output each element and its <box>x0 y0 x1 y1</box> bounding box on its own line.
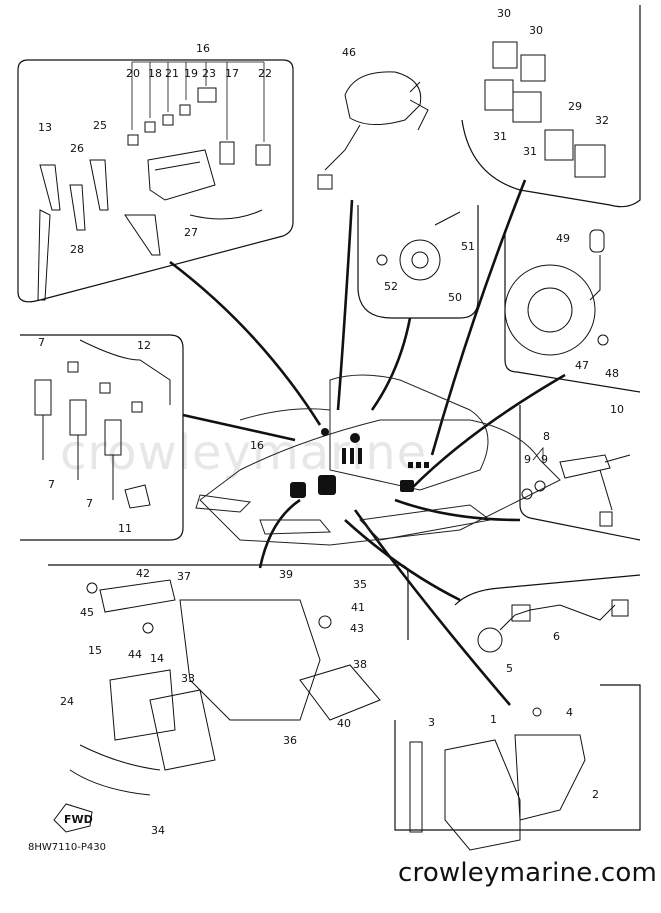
leader-buzzer <box>370 317 412 411</box>
ecu-drawing <box>444 739 521 851</box>
callout-7: 7 <box>86 497 93 510</box>
frame-relays <box>461 5 641 208</box>
leader-coils <box>182 413 296 442</box>
callout-35: 35 <box>353 578 367 591</box>
callout-9: 9 <box>524 453 531 466</box>
callout-34: 34 <box>151 824 165 837</box>
frame-pulser <box>504 230 641 393</box>
callout-25: 25 <box>93 119 107 132</box>
leader-fuse <box>169 260 322 426</box>
callout-49: 49 <box>556 232 570 245</box>
callout-42: 42 <box>136 567 150 580</box>
callout-26: 26 <box>70 142 84 155</box>
callout-24: 24 <box>60 695 74 708</box>
callout-12: 12 <box>137 339 151 352</box>
callout-52: 52 <box>384 280 398 293</box>
callout-47: 47 <box>575 359 589 372</box>
callout-21: 21 <box>165 67 179 80</box>
callout-36: 36 <box>283 734 297 747</box>
callout-37: 37 <box>177 570 191 583</box>
callout-31: 31 <box>523 145 537 158</box>
callout-31: 31 <box>493 130 507 143</box>
callout-11: 11 <box>118 522 132 535</box>
website-link[interactable]: crowleymarine.com <box>398 858 658 888</box>
callout-15: 15 <box>88 644 102 657</box>
frame-ign-coils <box>20 334 184 541</box>
callout-30: 30 <box>497 7 511 20</box>
callout-19: 19 <box>184 67 198 80</box>
callout-14: 14 <box>150 652 164 665</box>
callout-39: 39 <box>279 568 293 581</box>
frame-thermo <box>519 405 641 541</box>
callout-29: 29 <box>568 100 582 113</box>
callout-48: 48 <box>605 367 619 380</box>
callout-46: 46 <box>342 46 356 59</box>
callout-32: 32 <box>595 114 609 127</box>
callout-17: 17 <box>225 67 239 80</box>
callout-38: 38 <box>353 658 367 671</box>
callout-50: 50 <box>448 291 462 304</box>
callout-7: 7 <box>48 478 55 491</box>
fuse-box-drawing <box>147 149 216 201</box>
callout-20: 20 <box>126 67 140 80</box>
callout-16: 16 <box>250 439 264 452</box>
callout-27: 27 <box>184 226 198 239</box>
callout-16: 16 <box>196 42 210 55</box>
callout-5: 5 <box>506 662 513 675</box>
callout-23: 23 <box>202 67 216 80</box>
callout-3: 3 <box>428 716 435 729</box>
main-switch-drawing <box>344 71 422 125</box>
fwd-arrow <box>53 803 93 833</box>
leader-thermo <box>394 498 521 522</box>
callout-51: 51 <box>461 240 475 253</box>
callout-9: 9 <box>541 453 548 466</box>
callout-7: 7 <box>38 336 45 349</box>
fwd-label: FWD <box>64 813 93 826</box>
leader-ecu <box>353 509 511 706</box>
chassis-components <box>290 428 429 498</box>
callout-33: 33 <box>181 672 195 685</box>
callout-43: 43 <box>350 622 364 635</box>
frame-oil-switch <box>454 574 641 606</box>
callout-10: 10 <box>610 403 624 416</box>
snowmobile-chassis <box>195 374 561 546</box>
callout-28: 28 <box>70 243 84 256</box>
callout-22: 22 <box>258 67 272 80</box>
callout-30: 30 <box>529 24 543 37</box>
callout-45: 45 <box>80 606 94 619</box>
callout-2: 2 <box>592 788 599 801</box>
leader-switch <box>336 199 354 411</box>
callout-40: 40 <box>337 717 351 730</box>
callout-4: 4 <box>566 706 573 719</box>
callout-6: 6 <box>553 630 560 643</box>
frame-ecu <box>394 684 641 831</box>
callout-1: 1 <box>490 713 497 726</box>
diagram-code: 8HW7110-P430 <box>28 842 106 853</box>
callout-8: 8 <box>543 430 550 443</box>
frame-fuse-box <box>17 59 294 303</box>
leader-cdi <box>258 498 301 569</box>
callout-44: 44 <box>128 648 142 661</box>
leader-oil <box>344 519 461 602</box>
callout-18: 18 <box>148 67 162 80</box>
callout-13: 13 <box>38 121 52 134</box>
callout-41: 41 <box>351 601 365 614</box>
leader-pulser <box>411 373 566 489</box>
